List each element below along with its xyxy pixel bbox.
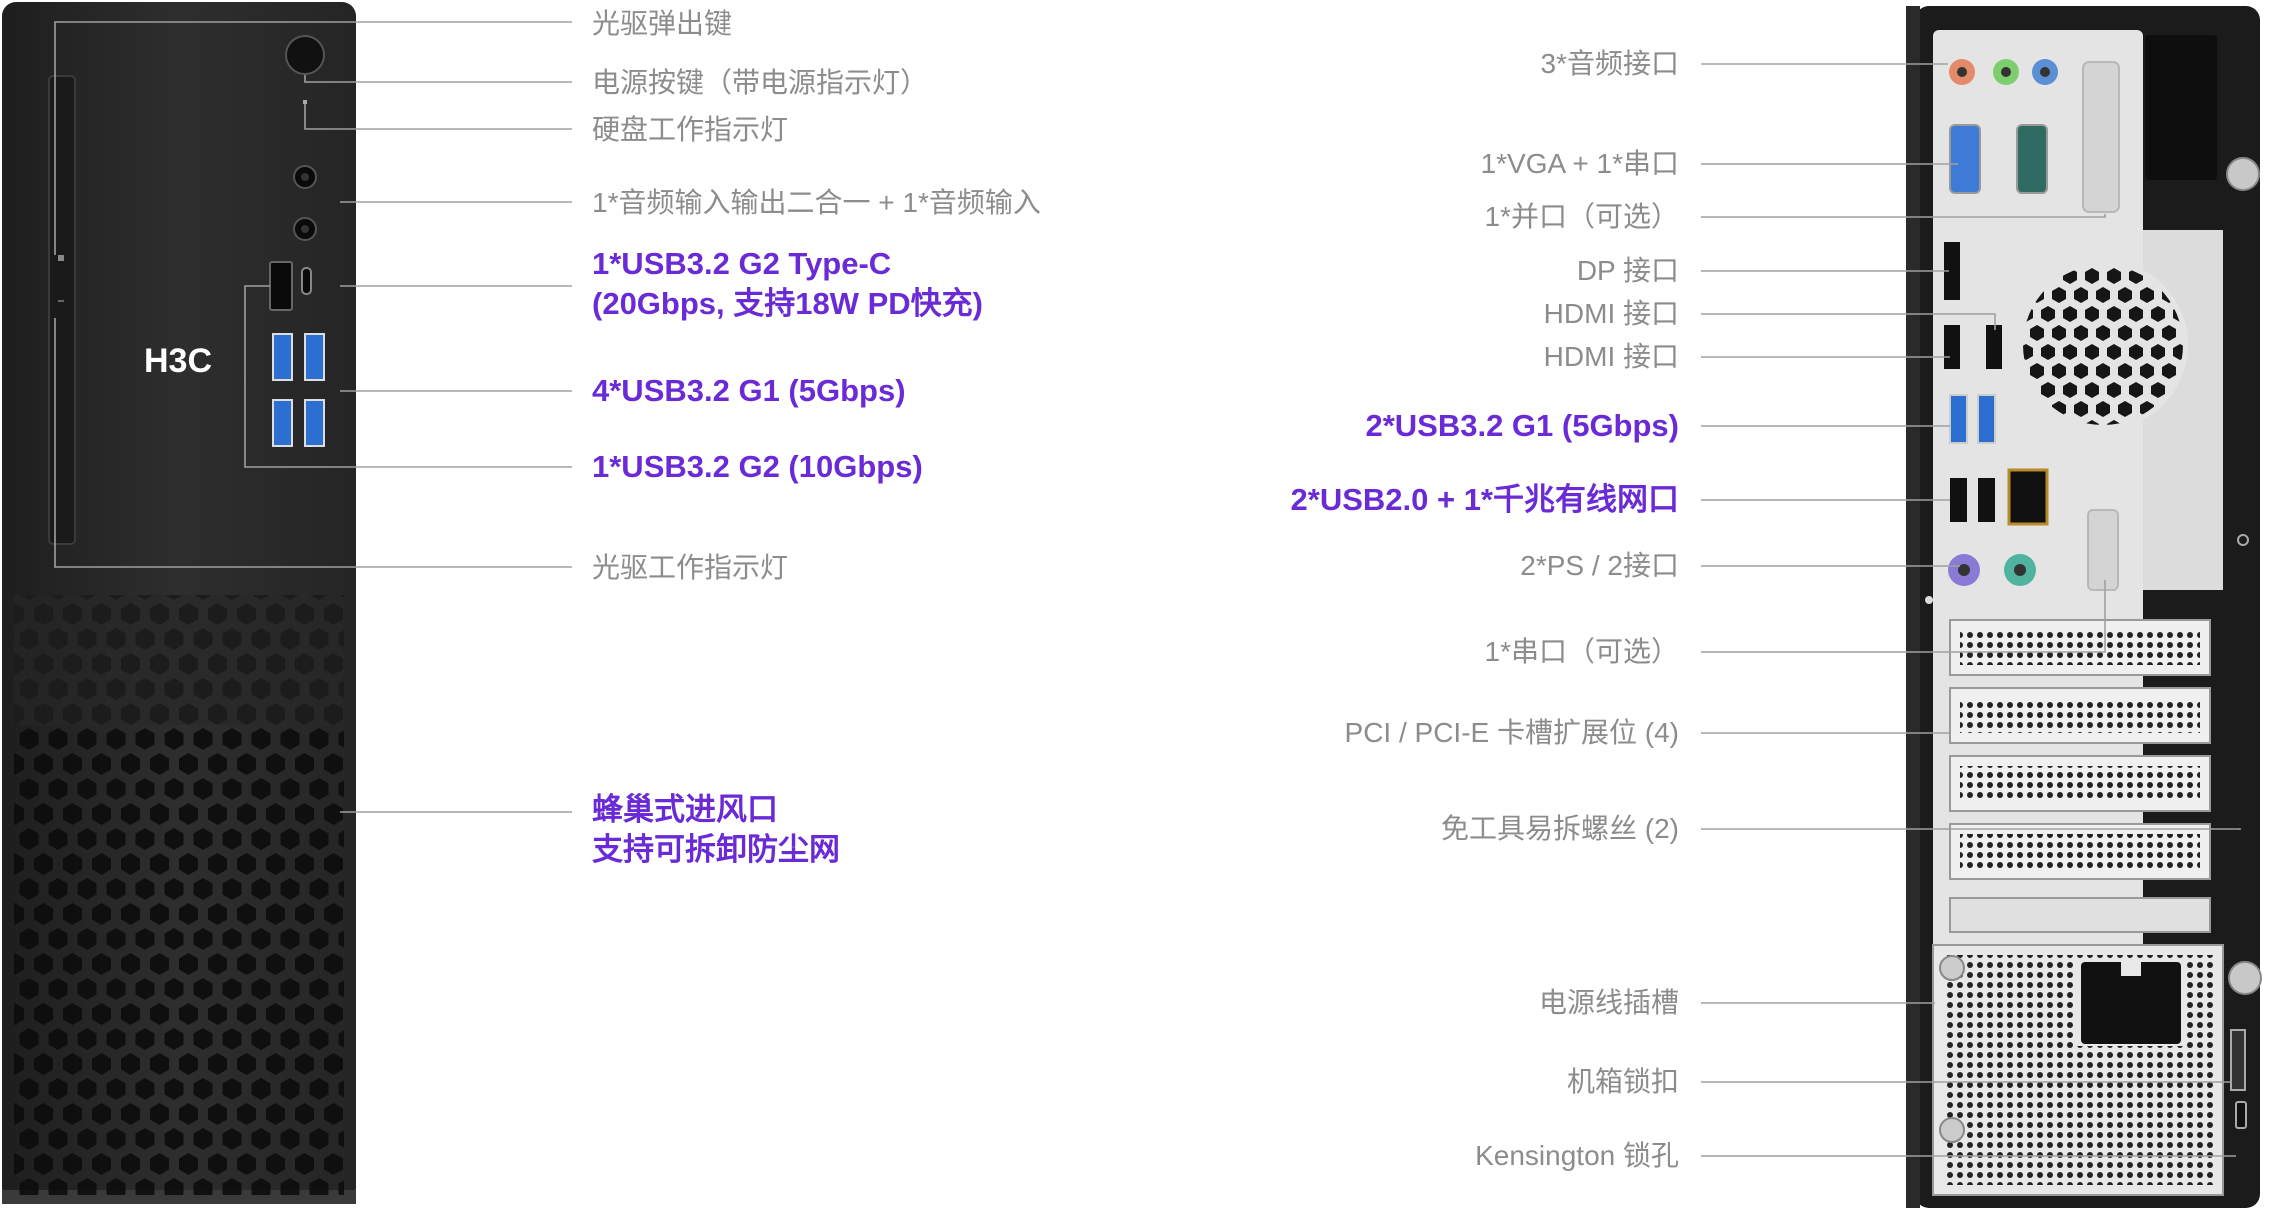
label-serial-optional: 1*串口（可选） <box>1484 636 1679 667</box>
label-odd-eject-button: 光驱弹出键 <box>592 8 733 39</box>
label-hdmi-port-2: HDMI 接口 <box>1543 341 1679 372</box>
label-parallel-port: 1*并口（可选） <box>1484 201 1679 232</box>
label-usb-c-line1: 1*USB3.2 G2 Type-C <box>592 246 892 281</box>
label-chassis-lock: 机箱锁扣 <box>1566 1066 1679 1097</box>
label-vent-line1: 蜂巢式进风口 <box>592 792 778 827</box>
label-vent-line2: 支持可拆卸防尘网 <box>592 832 840 867</box>
front-chassis-image: H3C <box>2 2 356 1204</box>
rear-chassis-image <box>1906 6 2262 1208</box>
label-rear-audio: 3*音频接口 <box>1540 48 1679 79</box>
label-pci-slots: PCI / PCI-E 卡槽扩展位 (4) <box>1344 717 1679 748</box>
label-front-audio: 1*音频输入输出二合一 + 1*音频输入 <box>592 187 1041 218</box>
label-usb2-lan: 2*USB2.0 + 1*千兆有线网口 <box>1290 482 1679 517</box>
label-power-socket: 电源线插槽 <box>1538 987 1679 1018</box>
label-front-usb-g2: 1*USB3.2 G2 (10Gbps) <box>592 449 923 484</box>
label-ps2-ports: 2*PS / 2接口 <box>1520 550 1679 581</box>
label-usb-c-line2: (20Gbps, 支持18W PD快充) <box>592 286 983 321</box>
label-rear-usb-g1: 2*USB3.2 G1 (5Gbps) <box>1365 408 1679 443</box>
label-kensington-lock: Kensington 锁孔 <box>1475 1140 1679 1171</box>
label-hdd-led: 硬盘工作指示灯 <box>592 114 789 145</box>
power-button <box>285 35 325 75</box>
label-power-button: 电源按键（带电源指示灯） <box>592 67 929 98</box>
label-toolless-screws: 免工具易拆螺丝 (2) <box>1440 813 1679 844</box>
label-vga-serial: 1*VGA + 1*串口 <box>1480 148 1679 179</box>
label-front-usb-g1: 4*USB3.2 G1 (5Gbps) <box>592 373 906 408</box>
label-hdmi-port-1: HDMI 接口 <box>1543 298 1679 329</box>
h3c-logo: H3C <box>144 342 212 380</box>
label-odd-led: 光驱工作指示灯 <box>592 552 789 583</box>
label-dp-port: DP 接口 <box>1576 255 1679 286</box>
